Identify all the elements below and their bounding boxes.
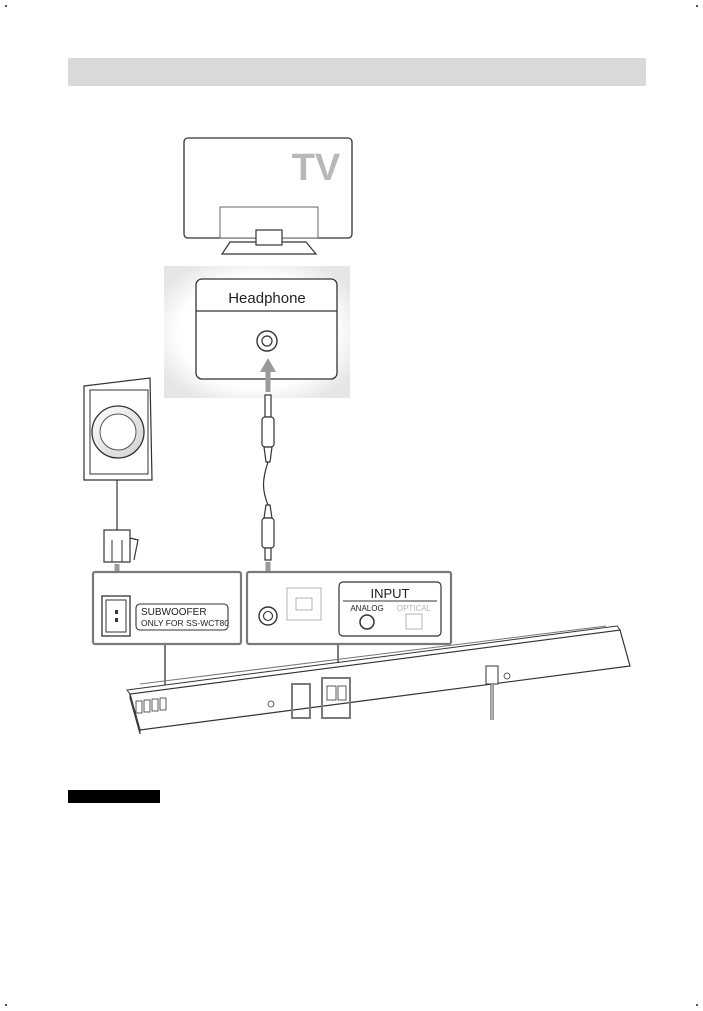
optical-label: OPTICAL xyxy=(397,604,432,613)
headphone-panel: Headphone xyxy=(164,266,350,398)
subwoofer-illustration xyxy=(84,378,152,562)
tv-label: TV xyxy=(292,147,341,189)
input-title: INPUT xyxy=(371,586,410,601)
subwoofer-connector-panel: SUBWOOFER ONLY FOR SS-WCT80 xyxy=(93,572,241,644)
subwoofer-model-label: ONLY FOR SS-WCT80 xyxy=(141,618,229,628)
audio-cable xyxy=(262,395,274,560)
tv-illustration: TV xyxy=(184,138,352,254)
headphone-label: Headphone xyxy=(228,290,306,307)
subwoofer-label: SUBWOOFER xyxy=(141,607,207,618)
analog-label: ANALOG xyxy=(350,604,383,613)
input-connector-panel: INPUT ANALOG OPTICAL xyxy=(247,572,451,644)
